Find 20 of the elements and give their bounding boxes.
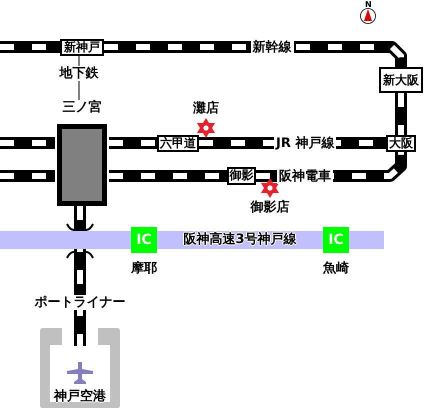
station-label: 新神戸 xyxy=(60,39,104,56)
line-name: ポートライナー xyxy=(32,294,128,310)
line-name: 阪神電車 xyxy=(277,168,333,184)
station-name: 三ノ宮 xyxy=(62,100,102,115)
station-label: 御影 xyxy=(227,167,256,185)
line-name: JR 神戸線 xyxy=(274,136,336,150)
line-name: 新幹線 xyxy=(250,40,294,54)
line-name: 地下鉄 xyxy=(58,66,100,80)
interchange-sign: IC xyxy=(323,227,349,253)
north-label: N xyxy=(365,0,372,9)
station-label: 六甲道 xyxy=(157,135,199,152)
store-name: 御影店 xyxy=(249,200,290,215)
place-name: 魚崎 xyxy=(322,261,350,276)
place-name: 摩耶 xyxy=(130,261,158,276)
station-label: 大阪 xyxy=(386,135,416,152)
airport-name: 神戸空港 xyxy=(52,389,107,404)
interchange-sign: IC xyxy=(131,227,157,253)
station-label: 新大阪 xyxy=(379,67,423,93)
expressway-name: 阪神高速3号神戸線 xyxy=(182,232,298,247)
store-name: 灘店 xyxy=(192,101,220,116)
